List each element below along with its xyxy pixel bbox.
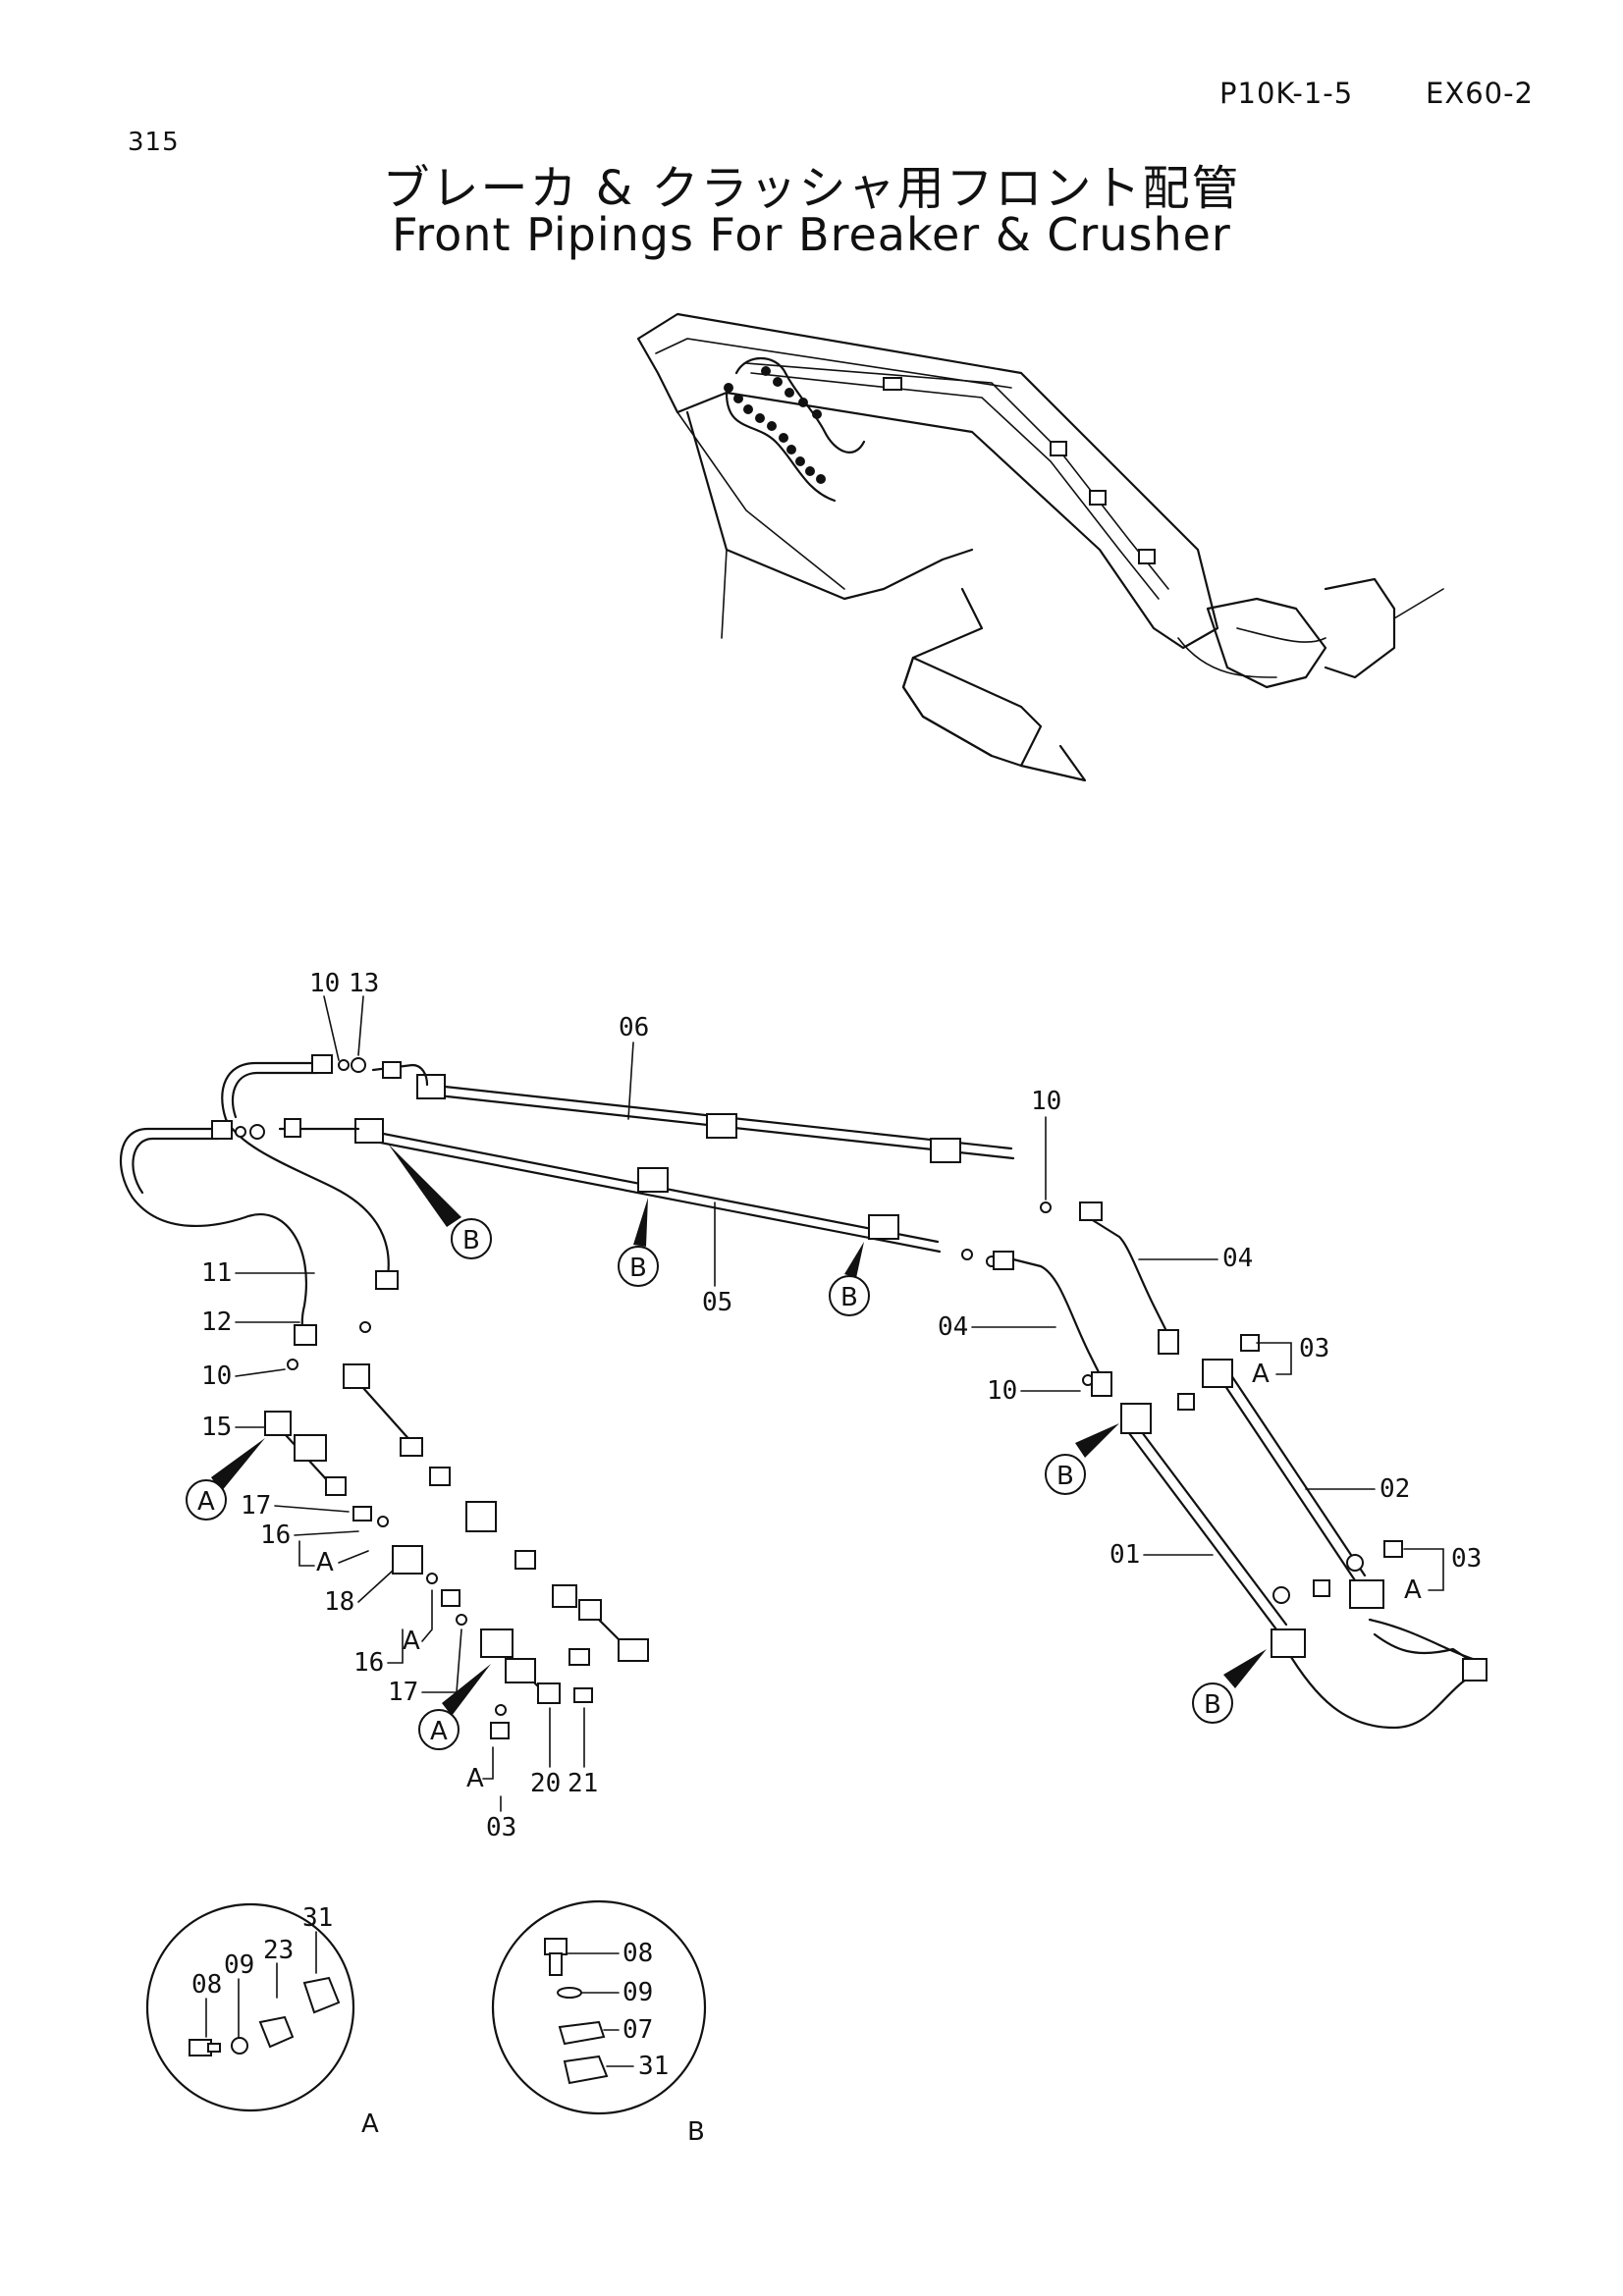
callout-04: 04 [1222, 1244, 1253, 1273]
marker-b: B [629, 1254, 647, 1283]
callout-23: 23 [263, 1936, 294, 1965]
callout-31: 31 [302, 1903, 333, 1933]
marker-b: B [1056, 1462, 1074, 1491]
callout-10: 10 [201, 1362, 232, 1391]
ref-a: A [316, 1548, 334, 1577]
marker-a: A [430, 1717, 448, 1746]
detail-view-a: 31 23 09 08 A [145, 1902, 379, 2139]
callout-12: 12 [201, 1308, 232, 1337]
callout-11: 11 [201, 1258, 232, 1288]
page-title-japanese: ブレーカ & クラッシャ用フロント配管 [382, 161, 1241, 216]
marker-b-circle [829, 1275, 870, 1316]
callout-08: 08 [622, 1939, 653, 1968]
machine-overview-illustration [636, 312, 1444, 782]
callout-01: 01 [1109, 1540, 1140, 1570]
piping-exploded-view [119, 1054, 1488, 1739]
callout-16: 16 [353, 1648, 384, 1678]
page-title-english: Front Pipings For Breaker & Crusher [392, 208, 1231, 261]
callout-05: 05 [702, 1288, 732, 1317]
callout-08: 08 [191, 1970, 222, 2000]
callout-10: 10 [309, 969, 340, 998]
callout-07: 07 [622, 2015, 653, 2045]
marker-b-circle [1192, 1682, 1233, 1724]
ref-a: A [403, 1627, 420, 1656]
callout-09: 09 [622, 1978, 653, 2007]
marker-a: A [197, 1487, 215, 1517]
detail-label-b: B [687, 2117, 705, 2147]
callout-04: 04 [938, 1312, 968, 1342]
callout-06: 06 [619, 1013, 649, 1042]
callout-31: 31 [638, 2052, 669, 2081]
detail-markers: B B B B B A A [186, 1144, 1267, 1750]
callout-18: 18 [324, 1587, 354, 1617]
callout-09: 09 [224, 1950, 254, 1980]
callout-16: 16 [260, 1521, 291, 1550]
document-code: P10K-1-5 [1219, 77, 1354, 110]
callout-02: 02 [1380, 1474, 1410, 1504]
callout-10: 10 [1031, 1087, 1061, 1116]
ref-a: A [1404, 1575, 1422, 1605]
marker-a-circle [186, 1479, 227, 1521]
callout-20: 20 [530, 1769, 561, 1798]
marker-b: B [462, 1226, 480, 1255]
page-number: 315 [128, 128, 180, 157]
detail-label-a: A [361, 2109, 379, 2139]
model-code: EX60-2 [1426, 77, 1535, 110]
callout-21: 21 [568, 1769, 598, 1798]
marker-a-circle [418, 1709, 460, 1750]
callout-03: 03 [1451, 1544, 1482, 1574]
callout-labels: 10 13 06 10 04 05 04 10 03 A 02 01 03 A … [201, 969, 1482, 1842]
callout-17: 17 [241, 1491, 271, 1521]
callout-03: 03 [486, 1813, 516, 1842]
marker-b-circle [451, 1218, 492, 1259]
callout-17: 17 [388, 1678, 418, 1707]
marker-b: B [840, 1283, 858, 1312]
callout-13: 13 [349, 969, 379, 998]
ref-a: A [1252, 1360, 1270, 1389]
callout-03: 03 [1299, 1334, 1329, 1363]
ref-a: A [466, 1764, 484, 1793]
callout-15: 15 [201, 1413, 232, 1442]
detail-view-b: 08 09 07 31 B [491, 1899, 707, 2147]
marker-b: B [1204, 1690, 1221, 1720]
callout-10: 10 [987, 1376, 1017, 1406]
marker-b-circle [1045, 1454, 1086, 1495]
marker-b-circle [618, 1246, 659, 1287]
